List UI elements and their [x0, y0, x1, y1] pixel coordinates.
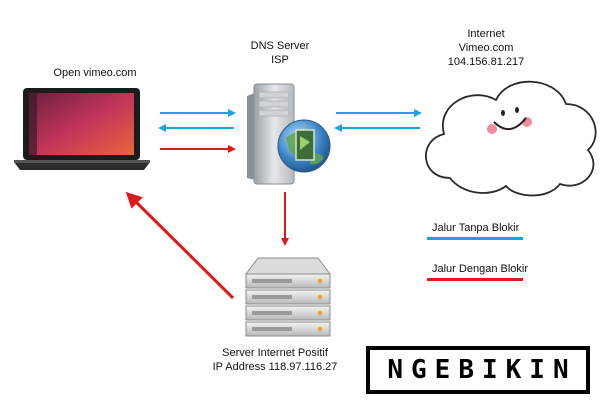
dns-server-icon — [247, 83, 331, 185]
positif-server-icon — [245, 257, 331, 337]
cloud-icon — [425, 80, 597, 197]
brand-logo-text: NGEBIKIN — [387, 355, 577, 385]
dns-isp-label: ISP — [271, 54, 289, 66]
laptop-label: Open vimeo.com — [53, 67, 137, 79]
internet-ip-label: 104.156.81.217 — [447, 56, 525, 68]
internet-site-label: Vimeo.com — [458, 42, 514, 54]
dns-server-label: DNS Server — [250, 40, 310, 52]
legend-unblocked-label: Jalur Tanpa Blokir — [432, 222, 520, 234]
legend-blocked-line — [427, 278, 523, 281]
brand-logo: NGEBIKIN — [366, 346, 590, 394]
legend-blocked-label: Jalur Dengan Blokir — [432, 263, 528, 275]
positif-ip-label: IP Address 118.97.116.27 — [212, 361, 338, 373]
positif-server-label: Server Internet Positif — [222, 347, 328, 359]
internet-label: Internet — [467, 28, 505, 40]
laptop-icon — [14, 88, 150, 170]
legend-unblocked-line — [427, 237, 523, 240]
arrow-positif-to-laptop-red — [125, 191, 235, 300]
brand-logo-inner: NGEBIKIN — [370, 350, 586, 390]
